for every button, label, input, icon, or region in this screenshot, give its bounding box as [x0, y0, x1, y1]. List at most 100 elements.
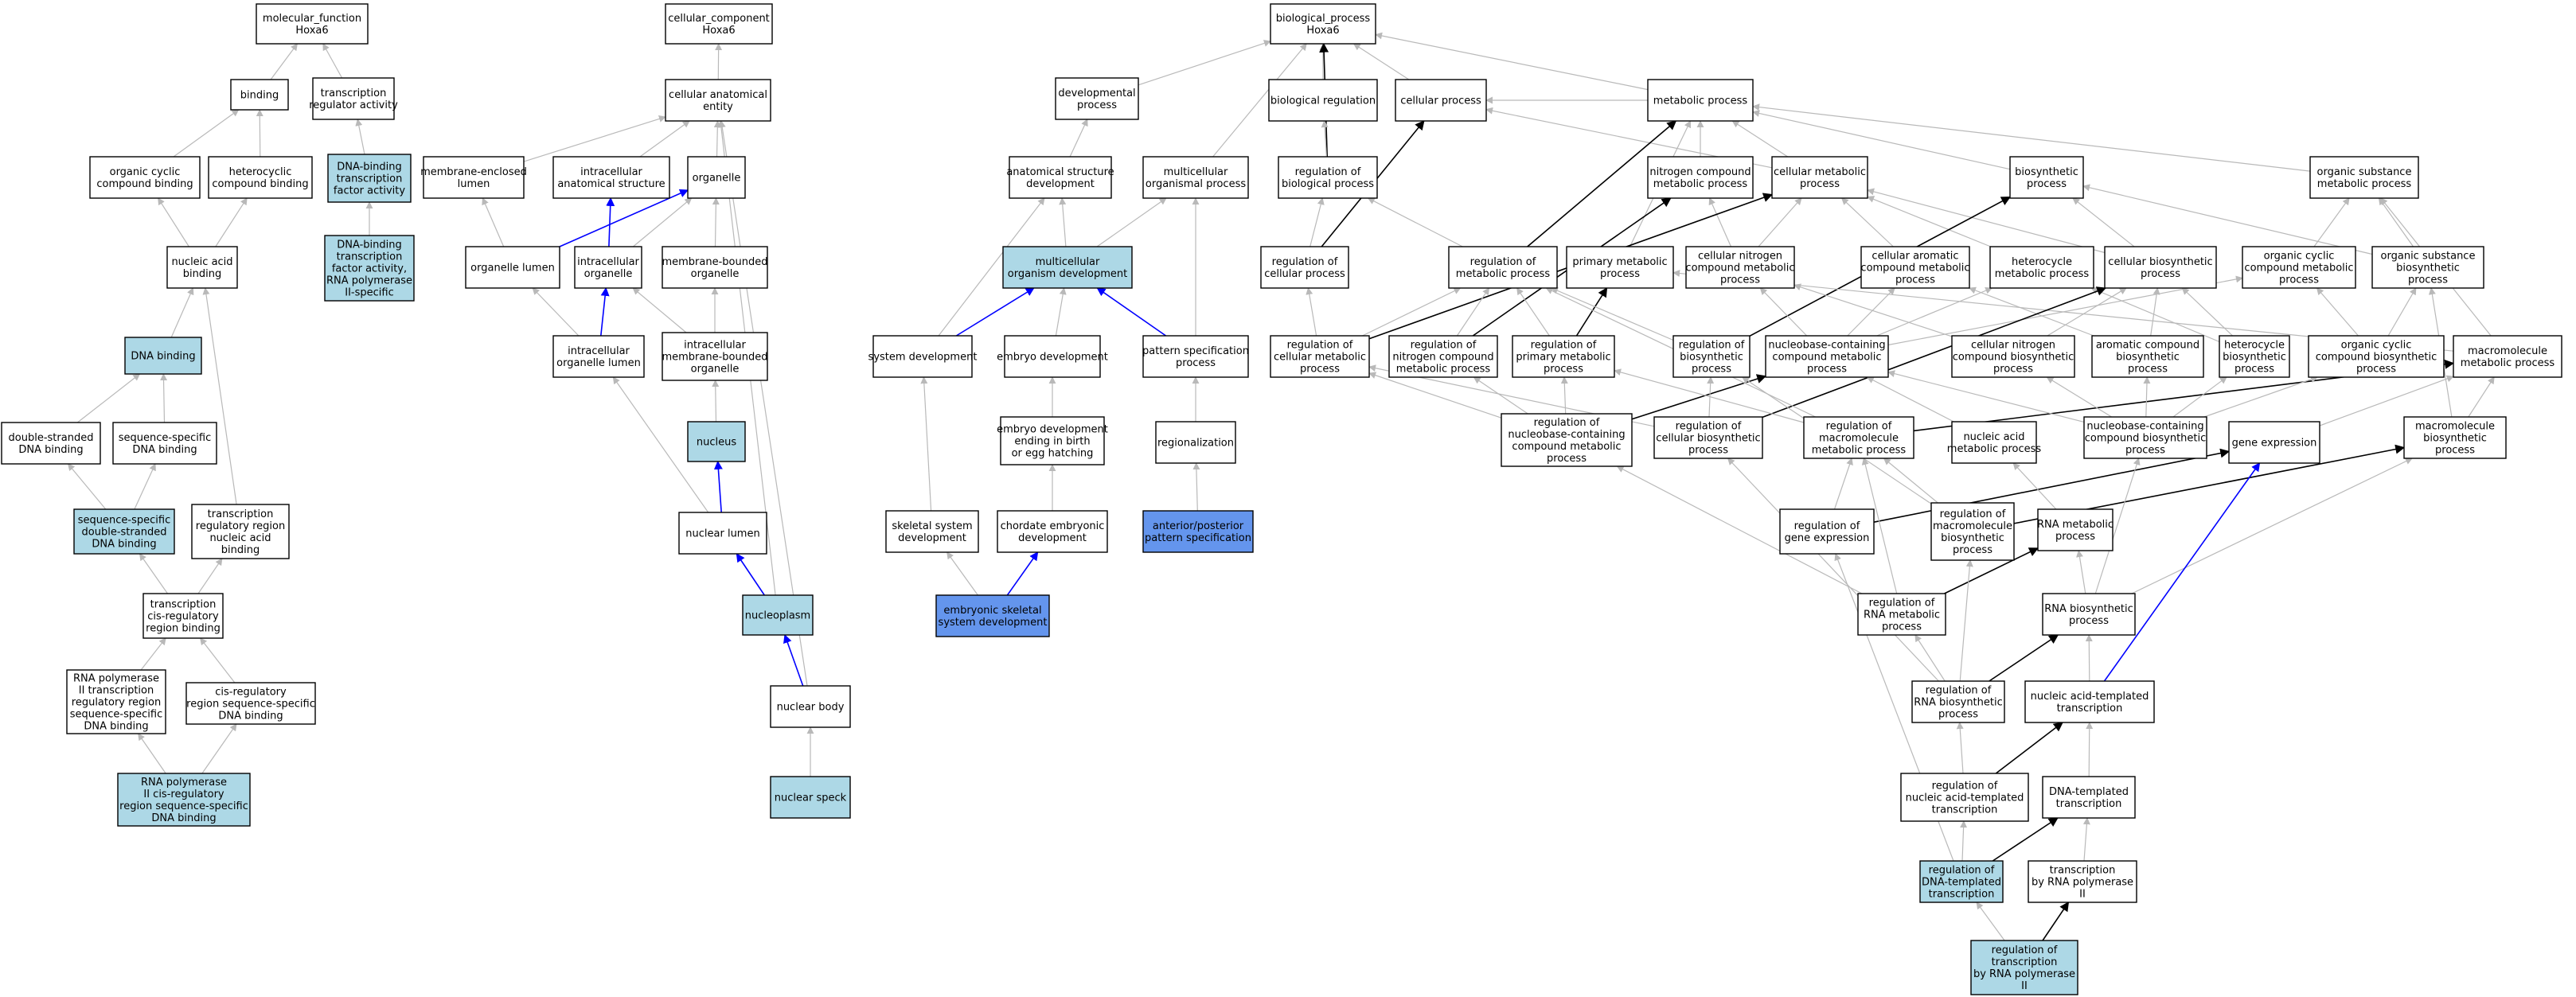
- node-box-devp: [1055, 77, 1139, 120]
- node-label-line: process: [1938, 709, 1978, 721]
- node-label-line: nuclear lumen: [685, 528, 759, 540]
- node-organelle[interactable]: organelle: [687, 156, 746, 199]
- node-label-line: cellular biosynthetic: [2108, 256, 2212, 268]
- node-rnbcmp[interactable]: regulation ofnucleobase-containingcompou…: [1501, 413, 1633, 467]
- node-sd[interactable]: system development: [868, 335, 978, 378]
- node-ns[interactable]: nuclear speck: [770, 776, 851, 819]
- node-nb[interactable]: nuclear body: [770, 685, 851, 728]
- node-dnab[interactable]: DNA binding: [124, 337, 202, 375]
- node-np[interactable]: nucleoplasm: [742, 594, 814, 636]
- node-label-line: regulatory region: [196, 520, 285, 532]
- node-ol[interactable]: organelle lumen: [465, 246, 560, 289]
- node-rmbp[interactable]: regulation ofmacromoleculebiosyntheticpr…: [1930, 502, 2015, 561]
- node-cp[interactable]: cellular process: [1395, 79, 1487, 122]
- node-ed[interactable]: embryo development: [997, 335, 1108, 378]
- node-breg[interactable]: biological regulation: [1268, 79, 1378, 122]
- node-ge[interactable]: gene expression: [2228, 421, 2320, 464]
- node-label-line: process: [1720, 275, 1760, 286]
- node-binding[interactable]: binding: [230, 79, 289, 111]
- node-mp[interactable]: metabolic process: [1647, 79, 1754, 122]
- node-label-line: II-specific: [345, 287, 393, 299]
- node-nucleus[interactable]: nucleus: [687, 421, 746, 462]
- node-reg[interactable]: regionalization: [1155, 421, 1236, 464]
- node-label-line: process: [1544, 364, 1583, 376]
- node-nl[interactable]: nuclear lumen: [678, 512, 767, 555]
